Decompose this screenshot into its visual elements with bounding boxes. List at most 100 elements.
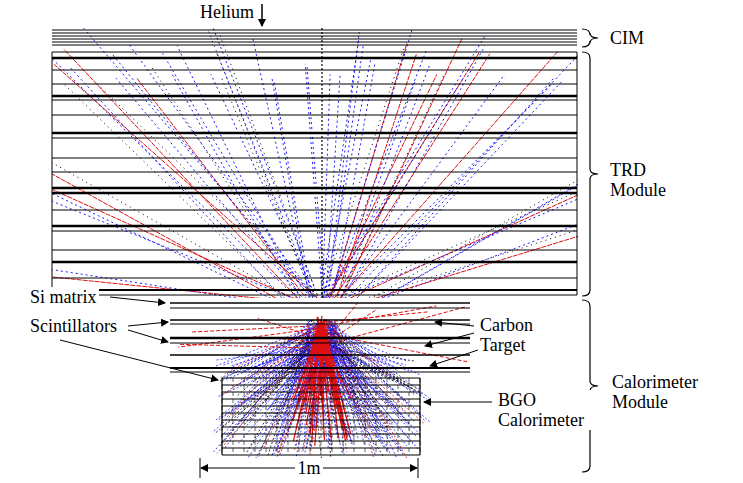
backscatter-tracks <box>52 28 578 298</box>
calorimeter-layer <box>170 324 470 325</box>
bgo-crystal <box>398 378 399 455</box>
bgo-crystal <box>233 378 234 455</box>
part-label: Si matrix <box>28 287 99 307</box>
part-label: 1m <box>295 458 322 478</box>
particle-track <box>318 38 359 298</box>
shower-core <box>327 330 339 437</box>
trd-layer <box>52 295 577 296</box>
particle-track <box>315 74 505 298</box>
part-label: TRD Module <box>608 160 684 200</box>
calorimeter-layer <box>170 302 470 304</box>
shower-tracks <box>178 303 469 458</box>
bgo-crystal <box>288 378 289 455</box>
bgo-crystal <box>299 378 300 455</box>
particle-track <box>64 49 332 298</box>
trd-layer <box>52 138 577 139</box>
calorimeter-layer <box>170 343 470 344</box>
trd-layer <box>52 70 577 71</box>
particle-track <box>70 67 312 298</box>
particle-track <box>322 190 578 298</box>
particle-track <box>208 30 321 298</box>
bgo-crystal <box>255 378 256 455</box>
bgo-crystal <box>376 378 377 455</box>
cim-layer <box>52 30 577 31</box>
trd-layer <box>52 278 577 279</box>
calorimeter-layer <box>170 337 470 340</box>
side-track <box>191 326 322 333</box>
trd-layer <box>52 158 577 159</box>
particle-track <box>52 196 331 298</box>
bgo-crystal <box>222 378 223 455</box>
shower-track <box>333 329 389 376</box>
trd-layer <box>52 100 577 101</box>
trd-layer <box>52 95 577 98</box>
trd-layer <box>52 250 577 251</box>
side-track <box>178 344 322 348</box>
particle-track <box>320 28 413 298</box>
trd-layer <box>52 187 577 190</box>
cim-layer <box>52 42 577 43</box>
bgo-crystal <box>365 378 366 455</box>
leader-line <box>425 333 474 346</box>
bgo-crystal <box>310 378 311 455</box>
calorimeter-layer <box>170 354 470 356</box>
trd-layer <box>52 231 577 232</box>
bgo-crystal <box>244 378 245 455</box>
part-label: CIM <box>608 28 646 48</box>
trd-side <box>52 52 53 295</box>
trd-side <box>577 52 578 295</box>
calorimeter-layer <box>170 319 470 321</box>
particle-track <box>97 84 331 298</box>
dimension-tick <box>418 458 419 478</box>
side-track <box>322 307 467 346</box>
cim-layer <box>52 45 577 46</box>
side-track <box>322 312 428 323</box>
trd-layer <box>52 57 577 60</box>
beam-arrow <box>261 4 263 26</box>
particle-track <box>171 73 312 298</box>
leader-line <box>430 350 478 366</box>
bgo-crystal <box>332 378 333 455</box>
leader-line <box>60 340 218 380</box>
shower-track <box>320 325 431 423</box>
particle-track <box>219 32 328 298</box>
bgo-calorimeter <box>222 378 420 455</box>
bgo-crystal <box>266 378 267 455</box>
bgo-crystal <box>387 378 388 455</box>
particle-track <box>64 84 316 298</box>
side-track <box>322 309 377 345</box>
bracket <box>582 300 598 472</box>
leader-line <box>424 402 492 403</box>
shower-core <box>326 319 328 392</box>
particle-track <box>253 38 313 298</box>
particle-track <box>319 182 578 298</box>
particle-track <box>52 188 320 298</box>
part-label: Calorimeter Module <box>610 372 726 412</box>
particle-track <box>318 49 404 298</box>
particle-track <box>319 173 578 298</box>
shower-core <box>319 331 352 399</box>
leader-line <box>128 322 168 326</box>
calorimeter-layer <box>170 367 470 369</box>
trd-layer <box>52 210 577 211</box>
particle-track <box>322 75 331 298</box>
trd-layer <box>52 289 577 291</box>
cim-layer <box>52 36 577 37</box>
cim-layer <box>52 39 577 40</box>
trd-layer <box>52 132 577 135</box>
part-label: Carbon Target <box>478 315 550 355</box>
particle-track <box>129 44 332 298</box>
part-label: Helium <box>198 2 256 22</box>
leader-line <box>128 330 168 342</box>
cim-layer <box>52 33 577 34</box>
particle-track <box>330 81 563 298</box>
particle-track <box>152 67 317 298</box>
particle-track <box>323 230 578 298</box>
bgo-crystal <box>321 378 322 455</box>
shower-track <box>219 334 313 447</box>
part-label: Scintillators <box>28 316 119 336</box>
bgo-crystal <box>343 378 344 455</box>
bgo-crystal <box>409 378 410 455</box>
bgo-crystal <box>420 378 421 455</box>
